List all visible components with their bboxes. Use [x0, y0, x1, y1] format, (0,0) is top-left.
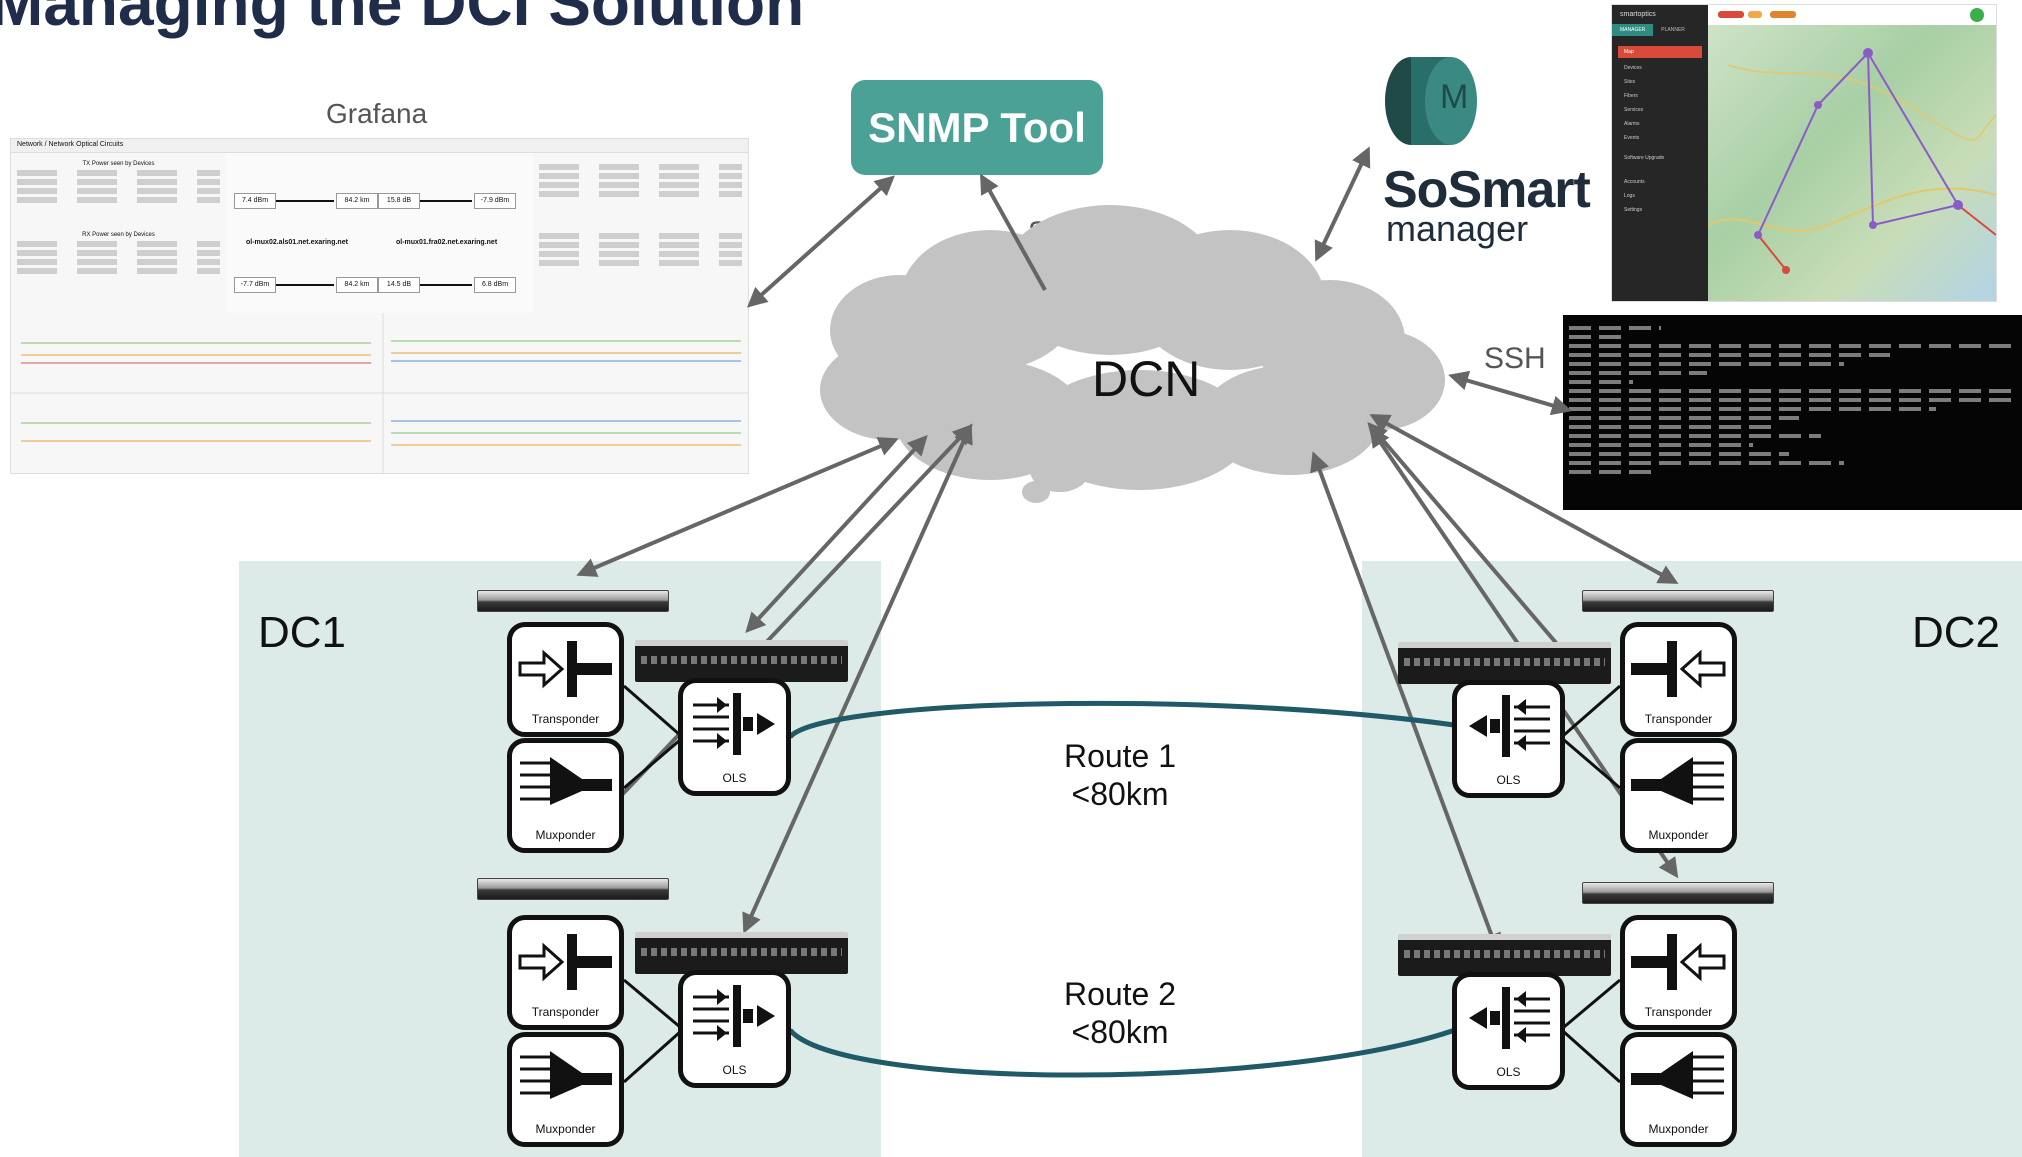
ols-icon: [693, 985, 775, 1047]
dc2-ols-1-label: OLS: [1496, 773, 1521, 787]
dc2-muxponder-2: Muxponder: [1620, 1032, 1737, 1147]
sosmart-nav-fibers[interactable]: Fibers: [1624, 93, 1638, 99]
dc1-label: DC1: [258, 608, 347, 657]
sosmart-nav-devices[interactable]: Devices: [1624, 65, 1642, 71]
grafana-device-a: ol-mux02.als01.net.exaring.net: [246, 239, 348, 246]
dc2-muxponder-1: Muxponder: [1620, 738, 1737, 853]
grafana-breadcrumb: Network / Network Optical Circuits: [11, 139, 748, 153]
dc2-transponder-hardware-1: [1582, 590, 1774, 612]
dc2-label: DC2: [1912, 608, 2001, 657]
dc2-muxponder-1-label: Muxponder: [1648, 828, 1709, 842]
sosmart-nav-map[interactable]: Map: [1618, 46, 1702, 58]
dc1-transponder-2: Transponder: [507, 915, 624, 1030]
transponder-icon: [1631, 641, 1726, 697]
grafana-value-5: -7.7 dBm: [234, 277, 276, 293]
grafana-panel-tx-title: TX Power seen by Devices: [82, 161, 155, 167]
route-1-distance: <80km: [1071, 776, 1169, 812]
dc2-transponder-2-label: Transponder: [1644, 1005, 1713, 1019]
dc1-muxponder-2-label: Muxponder: [535, 1122, 596, 1136]
sosmart-nav-accounts[interactable]: Accounts: [1624, 179, 1645, 185]
grafana-label: Grafana: [326, 98, 428, 129]
ols-icon: [1469, 987, 1550, 1049]
transponder-icon: [518, 934, 612, 990]
page-title: Managing the DCI Solution: [0, 0, 805, 39]
muxponder-icon: [520, 1051, 612, 1099]
sosmart-nav-logs[interactable]: Logs: [1624, 193, 1635, 199]
grafana-device-b: ol-mux01.fra02.net.exaring.net: [396, 239, 498, 246]
route-1-name: Route 1: [1063, 738, 1177, 774]
dc1-muxponder-1: Muxponder: [507, 738, 624, 853]
muxponder-icon: [1631, 1051, 1724, 1099]
dc1-ols-1: OLS: [678, 678, 791, 796]
dcn-cloud: [820, 205, 1445, 503]
sosmart-logo-letter: M: [1440, 78, 1469, 116]
grafana-screenshot: Network / Network Optical Circuits TX Po…: [10, 138, 749, 474]
ssh-protocol-label: SSH: [1484, 342, 1546, 375]
transponder-icon: [518, 641, 612, 697]
sosmart-tab-manager[interactable]: MANAGER: [1612, 24, 1654, 36]
sosmart-manager-screenshot: smartoptics MANAGER PLANNER Map Devices …: [1611, 4, 1997, 302]
sosmart-nav-events[interactable]: Events: [1624, 135, 1640, 141]
dc1-transponder-1: Transponder: [507, 622, 624, 737]
grafana-value-6: 84.2 km: [336, 277, 378, 293]
dc1-ols-1-label: OLS: [722, 771, 747, 785]
sosmart-nav-software-upgrade[interactable]: Software Upgrade: [1624, 155, 1665, 161]
avatar[interactable]: [1970, 8, 1984, 22]
dc1-ols-2-label: OLS: [722, 1063, 747, 1077]
sosmart-tab-planner[interactable]: PLANNER: [1661, 27, 1685, 33]
dc2-ols-2-label: OLS: [1496, 1065, 1521, 1079]
grafana-value-3: 15.8 dB: [378, 193, 420, 209]
dc2-transponder-2: Transponder: [1620, 915, 1737, 1030]
sosmart-subtitle: manager: [1386, 208, 1529, 249]
ols-icon: [1469, 695, 1550, 757]
dc1-ols-hardware-1: [635, 640, 848, 682]
route-1-label: Route 1 <80km: [1020, 737, 1220, 813]
dc2-transponder-1-label: Transponder: [1644, 712, 1713, 726]
sosmart-nav-alarms[interactable]: Alarms: [1624, 121, 1640, 127]
dc1-ols-2: OLS: [678, 970, 791, 1088]
grafana-value-2: 84.2 km: [336, 193, 378, 209]
ols-icon: [693, 693, 775, 755]
dc1-transponder-2-label: Transponder: [531, 1005, 600, 1019]
dcn-label: DCN: [1092, 351, 1201, 407]
transponder-icon: [1631, 934, 1726, 990]
dc2-transponder-hardware-2: [1582, 882, 1774, 904]
dc2-ols-1: OLS: [1452, 680, 1565, 798]
muxponder-icon: [520, 757, 612, 805]
grafana-value-7: 14.5 dB: [378, 277, 420, 293]
dc1-transponder-1-label: Transponder: [531, 712, 600, 726]
dc1-transponder-hardware-1: [477, 590, 669, 612]
dc2-muxponder-2-label: Muxponder: [1648, 1122, 1709, 1136]
sosmart-map[interactable]: [1707, 25, 1996, 301]
route-2-distance: <80km: [1071, 1014, 1169, 1050]
grafana-panel-rx-title: RX Power seen by Devices: [82, 232, 155, 238]
sosmart-logo-icon: [1385, 57, 1477, 145]
dc1-transponder-hardware-2: [477, 878, 669, 900]
route-2-label: Route 2 <80km: [1020, 975, 1220, 1051]
dc2-transponder-1: Transponder: [1620, 622, 1737, 737]
dc1-ols-hardware-2: [635, 932, 848, 974]
dc2-ols-hardware-1: [1398, 642, 1611, 684]
grafana-value-4: -7.9 dBm: [474, 193, 516, 209]
dc1-muxponder-2: Muxponder: [507, 1032, 624, 1147]
sosmart-app-name: smartoptics: [1620, 11, 1656, 18]
sosmart-map-topology: [1707, 48, 1996, 274]
sosmart-nav-settings[interactable]: Settings: [1624, 207, 1643, 213]
snmp-tool-box: SNMP Tool: [851, 80, 1103, 175]
sosmart-nav-sites[interactable]: Sites: [1624, 79, 1636, 85]
dc2-ols-2: OLS: [1452, 972, 1565, 1090]
sosmart-wordmark: SoSmart: [1383, 161, 1591, 219]
grafana-value-1: 7.4 dBm: [234, 193, 276, 209]
muxponder-icon: [1631, 757, 1724, 805]
grafana-value-8: 6.8 dBm: [474, 277, 516, 293]
dc1-muxponder-1-label: Muxponder: [535, 828, 596, 842]
dc2-ols-hardware-2: [1398, 934, 1611, 976]
route-2-name: Route 2: [1063, 976, 1177, 1012]
sosmart-nav-services[interactable]: Services: [1624, 107, 1644, 113]
